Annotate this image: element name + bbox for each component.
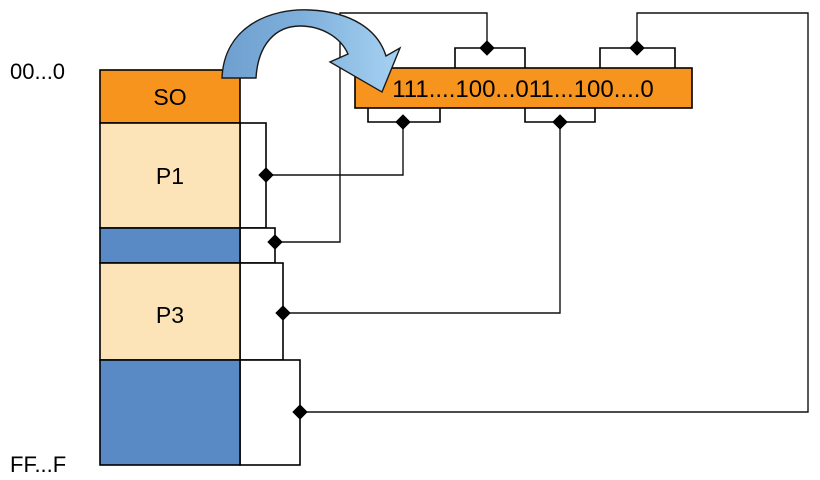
memory-block-p1[interactable]: [99, 122, 241, 229]
connector-diamond-markers: [258, 40, 645, 420]
memory-block-free2[interactable]: [99, 359, 241, 466]
curved-mapping-arrow: [221, 9, 402, 94]
bracket-box-free2: [239, 359, 301, 466]
diamond-bit-top-1: [479, 40, 495, 56]
diamond-bit-top-2: [629, 40, 645, 56]
connector-wires: [266, 12, 809, 413]
wire-free1-to-bitmap: [275, 12, 488, 243]
arrow-shape: [221, 9, 402, 94]
memory-block-so-label: SO: [153, 84, 186, 110]
memory-block-free1[interactable]: [99, 227, 241, 264]
diamond-bit-bottom-1: [395, 114, 411, 130]
diamond-bit-bottom-2: [552, 114, 568, 130]
bracket-box-free1: [239, 227, 276, 264]
address-label-bottom: FF...F: [10, 452, 66, 477]
wire-p3-to-bitmap: [283, 122, 561, 314]
address-label-top: 00...0: [10, 59, 65, 84]
bitmap-bar[interactable]: [354, 67, 693, 109]
wire-free2-to-bitmap: [300, 12, 809, 413]
diamond-p1: [258, 167, 274, 183]
memory-block-p1-label: P1: [156, 163, 184, 189]
memory-block-p3-label: P3: [156, 302, 184, 328]
wire-p1-to-bitmap: [266, 122, 404, 176]
bitmap-text: 111....100...011...100....0: [392, 76, 654, 103]
bitmap-bottom-brackets: [367, 108, 596, 123]
memory-block-p3[interactable]: [99, 262, 241, 361]
diamond-free2: [292, 404, 308, 420]
diamond-p3: [275, 305, 291, 321]
bracket-box-p3: [239, 262, 284, 361]
memory-bracket-boxes: [239, 122, 301, 466]
bitmap-top-brackets: [454, 47, 676, 68]
diamond-free1: [267, 234, 283, 250]
memory-block-so[interactable]: [99, 69, 241, 124]
memory-column: [99, 69, 241, 466]
